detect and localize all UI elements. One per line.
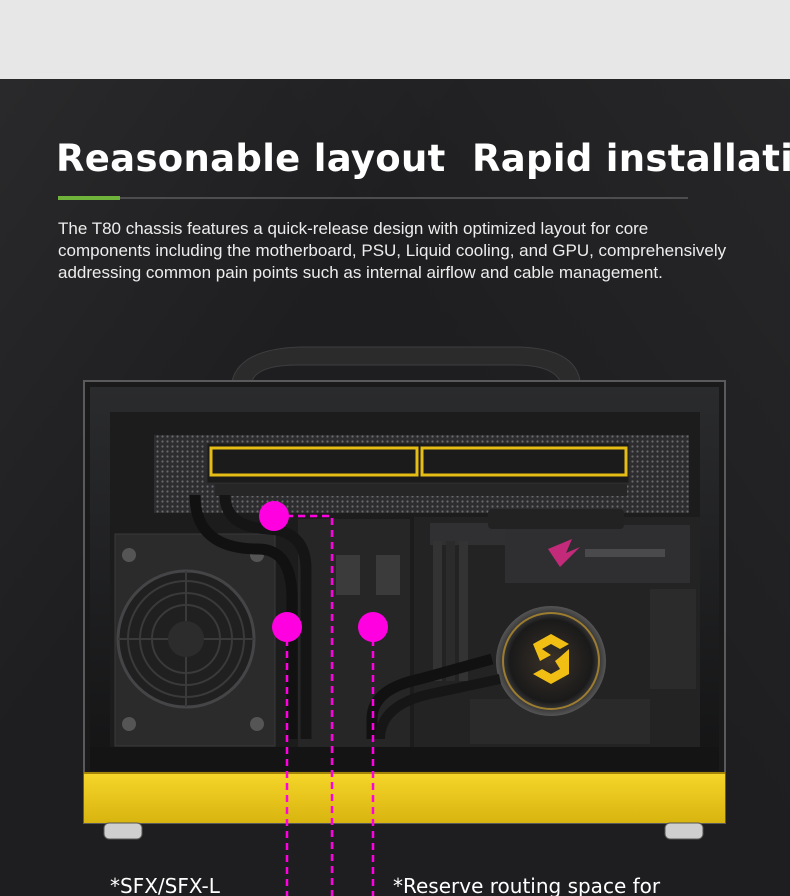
yellow-base [84, 773, 725, 823]
coolant-tube-1 [189, 494, 298, 739]
title-divider [58, 197, 688, 199]
top-band [0, 0, 790, 79]
ram-slot-2 [446, 541, 455, 681]
chassis-illustration [83, 346, 726, 896]
rog-logo [548, 539, 580, 567]
ram-slot-3 [459, 541, 468, 681]
aio-pump [496, 606, 606, 716]
title-divider-accent [58, 196, 120, 200]
callout-dot-3 [358, 612, 388, 642]
section-description: The T80 chassis features a quick-release… [58, 219, 727, 282]
fan-strip-right [420, 446, 628, 477]
feature-section: Reasonable layout Rapid installation The… [0, 79, 790, 896]
section-title: Reasonable layout Rapid installation [56, 137, 790, 180]
caption-routing: *Reserve routing space for [393, 874, 661, 896]
foot-left [103, 822, 143, 840]
ram-slot-1 [433, 541, 442, 681]
carry-handle [231, 346, 581, 382]
caption-psu: *SFX/SFX-L [110, 874, 220, 896]
tube-top [488, 509, 624, 529]
fan-strip-left [209, 446, 419, 477]
callout-dot-1 [259, 501, 289, 531]
foot-right [664, 822, 704, 840]
callout-dot-2 [272, 612, 302, 642]
cooler-logo-icon [533, 634, 569, 684]
